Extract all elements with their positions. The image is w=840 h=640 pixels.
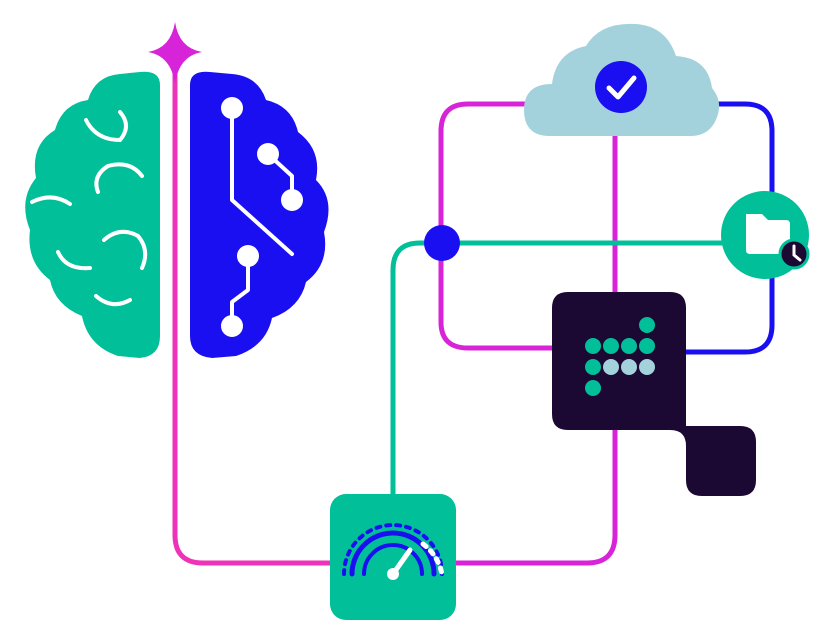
connection-node-icon [424,225,460,261]
folder-node [721,191,810,279]
magenta-cloud-loop-line [438,101,563,351]
four-point-star-icon [148,22,202,84]
chip-node [552,292,756,496]
cloud-check-icon [595,61,647,113]
brain-hemisphere-icon [25,71,161,358]
magenta-gauge-to-chip-line [449,417,618,566]
cloud-node [524,23,720,136]
brain-left-hemisphere [25,71,161,358]
folder-clock-icon [746,214,790,254]
circuit-brain-icon [190,71,329,358]
pink-brain-to-gauge-line [172,57,338,566]
gauge-node [330,494,456,620]
gauge-tile [330,494,456,620]
speedometer-icon [342,523,445,580]
teal-gauge-to-folder-line [390,240,728,498]
chip-body [552,292,756,496]
brain-right-hemisphere [190,71,329,358]
data-dots-chip-icon [585,317,655,396]
